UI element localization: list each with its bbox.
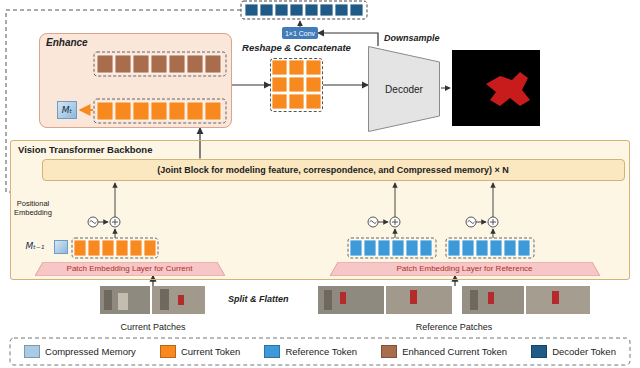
memory-box [54,240,68,254]
legend-entry: Decoder Token [531,345,616,358]
node-text: Patch Embedding Layer for Reference [396,264,532,273]
node-text: Current Patches [120,322,185,332]
legend-swatch [160,345,176,358]
node-text: 1×1 Conv [285,30,315,37]
arrow-connector [454,276,455,287]
current-patches: Current Patches [100,286,206,332]
arrow-connector [232,84,270,85]
joint-block: (Joint Block for modeling feature, corre… [42,159,625,181]
shape-outline [35,262,225,276]
memory-box: Mₜ [57,101,77,119]
step-label: Split & Flatten [228,294,316,304]
legend: Compressed Memory Current Token Reference … [12,339,628,364]
memory-input: Mₜ₋₁ [26,240,68,256]
legend-text: Compressed Memory [45,346,136,357]
node-text: Reshape & Concatenate [242,42,351,53]
legend-entry: Current Token [160,345,241,358]
node-text: Decoder [385,84,423,95]
backbone-box: Vision Transformer Backbone (Joint Block … [10,140,630,280]
node-text: Patch Embedding Layer for Current [67,264,193,273]
node-text: (Joint Block for modeling feature, corre… [157,165,508,175]
annotation-label: Positional Embedding [10,200,56,217]
legend-swatch [24,345,40,358]
arrow-connector [199,128,200,159]
patch-embedding: Patch Embedding Layer for Reference [330,262,600,276]
legend-text: Enhanced Current Token [402,346,507,357]
patch-embedding: Patch Embedding Layer for Current [35,262,225,276]
conv-box: 1×1 Conv [282,27,318,39]
shape-outline [369,47,440,132]
node-text: Reference Patches [416,322,493,332]
arrow-connector [323,84,368,85]
arrow-connector [152,276,153,287]
legend-text: Decoder Token [552,346,616,357]
legend-swatch [381,345,397,358]
shape-outline [330,262,600,276]
legend-entry: Reference Token [264,345,357,358]
node-text: Enhance [46,37,88,48]
enhance-module: EnhanceMₜ [39,33,232,128]
decoder-block: Decoder [368,46,440,132]
legend-entry: Compressed Memory [24,345,136,358]
legend-swatch [531,345,547,358]
reference-patches: Reference Patches [318,286,590,332]
legend-text: Reference Token [285,346,357,357]
node-text: Vision Transformer Backbone [18,144,152,155]
operation-label: Downsample [384,33,454,43]
legend-swatch [264,345,280,358]
legend-entry: Enhanced Current Token [381,345,507,358]
node-text: Mₜ [62,105,72,115]
node-text: Mₜ₋₁ [26,241,45,251]
legend-text: Current Token [181,346,241,357]
reshape-grid: Reshape & Concatenate [270,58,323,112]
